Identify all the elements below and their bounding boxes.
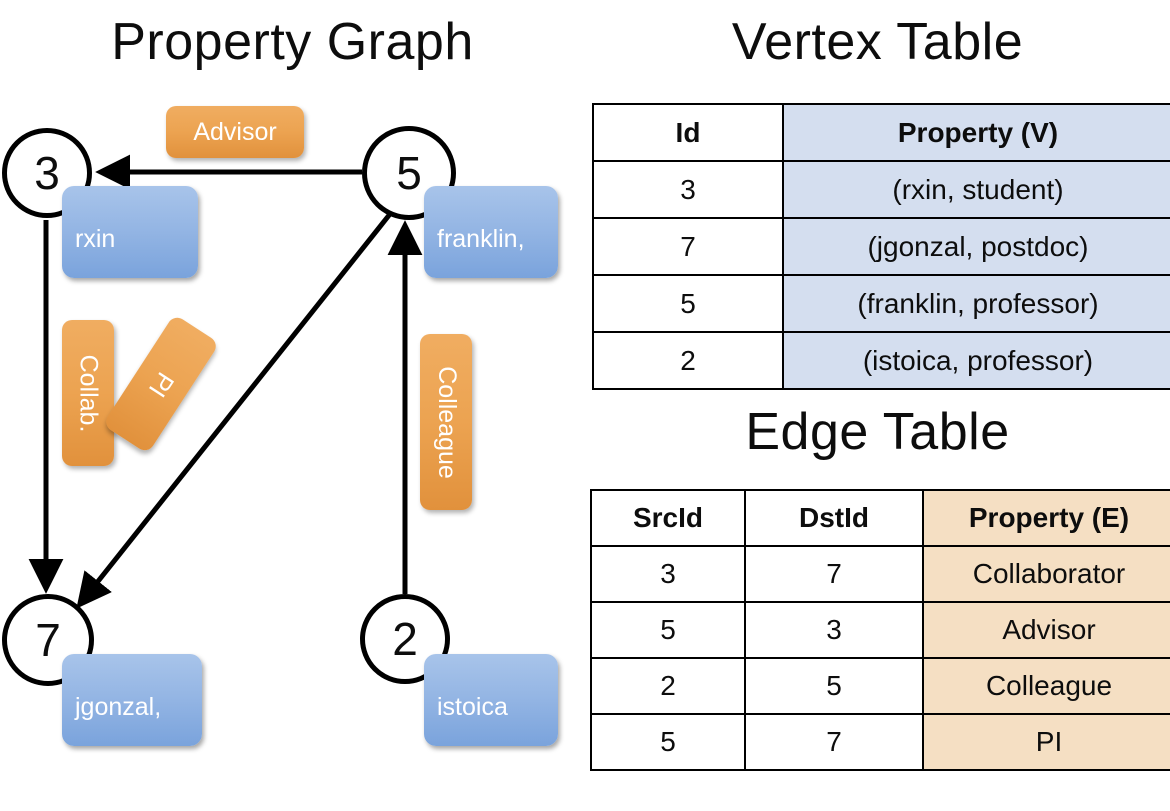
vertex-row-2-id: 5 bbox=[592, 274, 784, 333]
vertex-node-5-label: 5 bbox=[396, 147, 422, 199]
table-row[interactable]: 3 7 Collaborator bbox=[590, 545, 1170, 603]
edge-label-advisor-text: Advisor bbox=[193, 117, 277, 146]
edge-row-1-dst: 3 bbox=[744, 601, 924, 659]
edge-label-collab-text: Collab. bbox=[74, 354, 103, 432]
vertex-node-2-label: 2 bbox=[392, 613, 418, 665]
vertex-5-property-line2: prof. bbox=[437, 283, 488, 312]
edge-row-2-dst: 5 bbox=[744, 657, 924, 715]
vertex-2-property-line1: istoica bbox=[437, 692, 508, 721]
vertex-7-property-box[interactable]: jgonzal, pst.doc. bbox=[62, 654, 202, 780]
vertex-table-header-id: Id bbox=[592, 103, 784, 162]
edge-row-0-property: Collaborator bbox=[922, 545, 1170, 603]
vertex-7-property-line1: jgonzal, bbox=[75, 692, 162, 721]
vertex-row-0-id: 3 bbox=[592, 160, 784, 219]
vertex-row-2-property: (franklin, professor) bbox=[782, 274, 1170, 333]
table-row[interactable]: 5 (franklin, professor) bbox=[592, 274, 1170, 333]
edge-label-collab[interactable]: Collab. bbox=[62, 320, 114, 466]
edge-row-1-src: 5 bbox=[590, 601, 746, 659]
edge-label-advisor[interactable]: Advisor bbox=[166, 106, 304, 158]
edge-table-header-row: SrcId DstId Property (E) bbox=[590, 489, 1170, 547]
vertex-2-property-box[interactable]: istoica prof. bbox=[424, 654, 558, 780]
edge-5-to-7-pi bbox=[76, 212, 392, 609]
vertex-row-1-property: (jgonzal, postdoc) bbox=[782, 217, 1170, 276]
vertex-node-5[interactable]: 5 bbox=[362, 126, 456, 220]
edge-table-header-srcid: SrcId bbox=[590, 489, 746, 547]
vertex-node-2[interactable]: 2 bbox=[360, 594, 450, 684]
table-row[interactable]: 5 3 Advisor bbox=[590, 601, 1170, 659]
edge-row-0-dst: 7 bbox=[744, 545, 924, 603]
table-row[interactable]: 7 (jgonzal, postdoc) bbox=[592, 217, 1170, 276]
edge-row-3-src: 5 bbox=[590, 713, 746, 771]
vertex-row-0-property: (rxin, student) bbox=[782, 160, 1170, 219]
edge-row-3-dst: 7 bbox=[744, 713, 924, 771]
edge-table-header-property: Property (E) bbox=[922, 489, 1170, 547]
vertex-table-header-row: Id Property (V) bbox=[592, 103, 1170, 162]
vertex-3-property-line1: rxin bbox=[75, 224, 116, 253]
vertex-5-property-line1: franklin, bbox=[437, 224, 525, 253]
vertex-3-property-line2: stu. bbox=[75, 283, 116, 312]
vertex-table: Id Property (V) 3 (rxin, student) 7 (jgo… bbox=[592, 103, 1170, 390]
edge-row-0-src: 3 bbox=[590, 545, 746, 603]
edge-label-colleague-text: Colleague bbox=[432, 365, 461, 479]
page-title-property-graph: Property Graph bbox=[111, 13, 474, 71]
edge-row-2-property: Colleague bbox=[922, 657, 1170, 715]
vertex-row-3-property: (istoica, professor) bbox=[782, 331, 1170, 390]
table-row[interactable]: 5 7 PI bbox=[590, 713, 1170, 771]
edge-row-2-src: 2 bbox=[590, 657, 746, 715]
table-row[interactable]: 2 (istoica, professor) bbox=[592, 331, 1170, 390]
property-graph-diagram: 3 5 7 2 rxin stu. franklin, prof. jgonza… bbox=[0, 0, 585, 780]
edge-row-3-property: PI bbox=[922, 713, 1170, 771]
graph-edges-svg bbox=[28, 154, 423, 609]
vertex-3-property-box[interactable]: rxin stu. bbox=[62, 186, 198, 312]
vertex-7-property-line2: pst.doc. bbox=[75, 751, 163, 780]
table-row[interactable]: 2 5 Colleague bbox=[590, 657, 1170, 715]
vertex-2-property-line2: prof. bbox=[437, 751, 488, 780]
vertex-row-1-id: 7 bbox=[592, 217, 784, 276]
page-title-vertex-table: Vertex Table bbox=[731, 13, 1024, 71]
vertex-row-3-id: 2 bbox=[592, 331, 784, 390]
vertex-table-header-property: Property (V) bbox=[782, 103, 1170, 162]
page-title-edge-table: Edge Table bbox=[745, 403, 1010, 461]
table-row[interactable]: 3 (rxin, student) bbox=[592, 160, 1170, 219]
edge-label-colleague[interactable]: Colleague bbox=[420, 334, 472, 510]
edge-row-1-property: Advisor bbox=[922, 601, 1170, 659]
vertex-node-3-label: 3 bbox=[34, 147, 60, 199]
edge-table: SrcId DstId Property (E) 3 7 Collaborato… bbox=[590, 489, 1170, 771]
vertex-5-property-box[interactable]: franklin, prof. bbox=[424, 186, 558, 312]
vertex-node-7-label: 7 bbox=[35, 614, 61, 666]
edge-label-pi-text: PI bbox=[143, 366, 180, 402]
edge-table-header-dstid: DstId bbox=[744, 489, 924, 547]
